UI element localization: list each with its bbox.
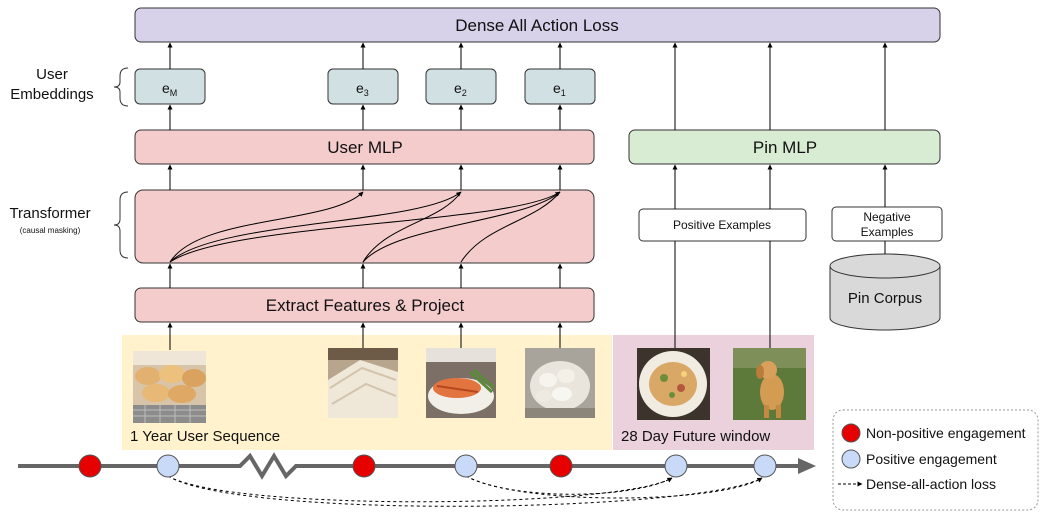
legend-box [832,409,1039,511]
engagement-positive-4 [753,454,777,478]
sequence-image-pasta [525,348,595,418]
engagement-non-positive-3 [549,454,573,478]
timeline-axis [18,452,816,480]
future-window-label: 28 Day Future window [621,428,770,445]
future-image-puppy [733,348,806,420]
user-sequence-label: 1 Year User Sequence [130,428,280,445]
embedding-label-e3: e3 [356,80,369,98]
causal-masking-label: (causal masking) [20,226,81,235]
extract-features-label: Extract Features & Project [266,296,465,315]
engagement-non-positive-1 [78,454,102,478]
negative-examples-label-line2: Examples [861,225,914,239]
legend-dense-loss-label: Dense-all-action loss [866,476,996,492]
embedding-box-eM [134,68,206,105]
sequence-image-bread [133,351,206,423]
embedding-label-e2: e2 [454,80,467,98]
embedding-label-e1: e1 [553,80,566,98]
legend-non-positive-marker [841,423,861,443]
pin-corpus-cylinder [829,253,941,331]
dense-loss-curves [167,475,763,507]
pin-mlp-box [628,129,941,165]
user-embeddings-brace [113,67,129,107]
transformer-label: Transformer [9,205,90,222]
positive-examples-label: Positive Examples [673,218,771,232]
sequence-image-sandwich [328,348,398,418]
pin-corpus-label: Pin Corpus [848,290,922,307]
negative-examples-label-line1: Negative [863,210,911,224]
extract-features-box [134,287,595,323]
pin-mlp-label: Pin MLP [753,138,817,157]
legend-positive-label: Positive engagement [866,451,997,467]
engagement-positive-1 [156,454,180,478]
future-image-pasta-dish [637,348,710,420]
user-mlp-label: User MLP [327,138,403,157]
user-embeddings-label-line1: User [36,66,68,83]
transformer-attention-curves [169,191,561,263]
embedding-label-eM: eM [162,80,177,98]
engagement-positive-3 [664,454,688,478]
user-embeddings-label-line2: Embeddings [10,86,93,103]
engagement-positive-2 [454,454,478,478]
transformer-brace [113,191,129,259]
negative-examples-box [831,206,943,242]
transformer-box [134,189,595,264]
engagement-non-positive-2 [352,454,376,478]
legend-positive-marker [841,449,861,469]
dense-all-action-loss-box [134,7,941,43]
sequence-image-salmon [426,348,496,418]
user-mlp-box [134,129,595,165]
legend-non-positive-label: Non-positive engagement [866,425,1026,441]
dense-all-action-loss-label: Dense All Action Loss [455,16,618,35]
positive-examples-box [638,208,807,242]
